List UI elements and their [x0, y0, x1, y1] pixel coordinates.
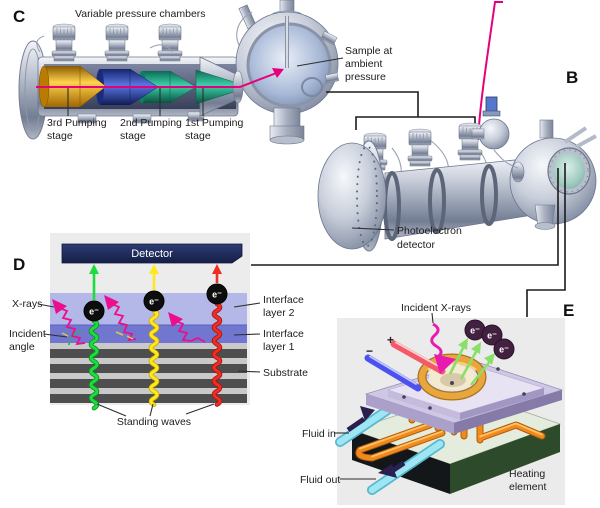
port-icon [457, 122, 483, 161]
connector-c-to-b [326, 91, 476, 130]
stage3-label: 3rd Pumping [47, 117, 107, 129]
panel-e: E [300, 301, 574, 505]
emitted-electron-arrows [448, 338, 495, 386]
sample-label-2: ambient [345, 58, 382, 70]
panel-c: C Variable pressure chambers [13, 0, 392, 145]
flange-bolts [356, 145, 378, 247]
fluid-in-label: Fluid in [302, 428, 336, 440]
panel-b: B [317, 68, 597, 252]
sample-label-1: Sample at [345, 45, 392, 57]
xray-beam [36, 68, 284, 88]
detector-bar-label: Detector [131, 248, 173, 260]
negative-electrode [364, 354, 422, 392]
sample-label-3: pressure [345, 71, 386, 83]
heating-element-label-2: element [509, 481, 546, 493]
electron-icon: e⁻ [89, 307, 99, 317]
interface1-label-1: Interface [263, 328, 304, 340]
interface2-label-1: Interface [263, 294, 304, 306]
detector-bar [61, 243, 243, 264]
ambient-pressure-cell [232, 0, 339, 145]
port-icon [51, 23, 77, 62]
minus-sign: − [366, 344, 373, 358]
electron-badges-e: e⁻ e⁻ e⁻ [464, 319, 515, 360]
analyzer-window [553, 153, 585, 189]
sample-holder-render: e⁻ e⁻ e⁻ [335, 319, 564, 495]
plus-sign: + [387, 333, 394, 347]
substrate-label: Substrate [263, 367, 308, 379]
fluid-in-arrow-icon [360, 406, 375, 421]
panel-d: D Detector [9, 233, 308, 428]
electron-icon: e⁻ [212, 290, 222, 300]
stage1-label-2: stage [185, 130, 211, 142]
interface2-label-2: layer 2 [263, 307, 295, 319]
photoelectron-arrows [89, 264, 222, 300]
incident-angle-label-1: Incident [9, 328, 46, 340]
panel-c-letter: C [13, 7, 25, 26]
incident-angle-arc [68, 330, 83, 346]
stage1-label: 1st Pumping [185, 117, 244, 129]
incident-angle-label-2: angle [9, 341, 35, 353]
incident-xrays-label: Incident X-rays [401, 302, 471, 314]
stage2-label: 2nd Pumping [120, 117, 182, 129]
panel-e-letter: E [563, 301, 574, 320]
port-icon [104, 23, 130, 62]
scatter-marks [61, 331, 134, 340]
gauge-sensor [485, 96, 498, 114]
stage2-label-2: stage [120, 130, 146, 142]
interface1-label-2: layer 1 [263, 341, 295, 353]
electron-icon: e⁻ [470, 326, 480, 336]
heating-element-label-1: Heating [509, 468, 545, 480]
photoelectron-detector-label-2: detector [397, 239, 435, 251]
endstation-chamber-render [317, 96, 597, 252]
stage3-label-2: stage [47, 130, 73, 142]
xrays-label: X-rays [12, 298, 42, 310]
electron-badges-d: e⁻ e⁻ e⁻ [83, 283, 228, 322]
standing-waves-label: Standing waves [117, 416, 191, 428]
electron-icon: e⁻ [499, 345, 509, 355]
port-icon [157, 23, 183, 62]
incident-xray-arrow [430, 322, 456, 374]
variable-pressure-chamber-render [18, 0, 339, 145]
electron-icon: e⁻ [487, 331, 497, 341]
electron-icon: e⁻ [149, 297, 159, 307]
connector-b-to-d [251, 168, 559, 266]
photoelectron-detector-label-1: Photoelectron [397, 225, 462, 237]
fluid-out-label: Fluid out [300, 474, 340, 486]
connector-b-to-e [526, 163, 566, 317]
fluid-out-arrow-icon [378, 464, 397, 478]
standing-waves [88, 301, 223, 411]
panel-c-title: Variable pressure chambers [75, 8, 206, 20]
panel-d-letter: D [13, 255, 25, 274]
port-icon [407, 128, 433, 167]
panel-b-letter: B [566, 68, 578, 87]
positive-electrode [390, 340, 446, 375]
